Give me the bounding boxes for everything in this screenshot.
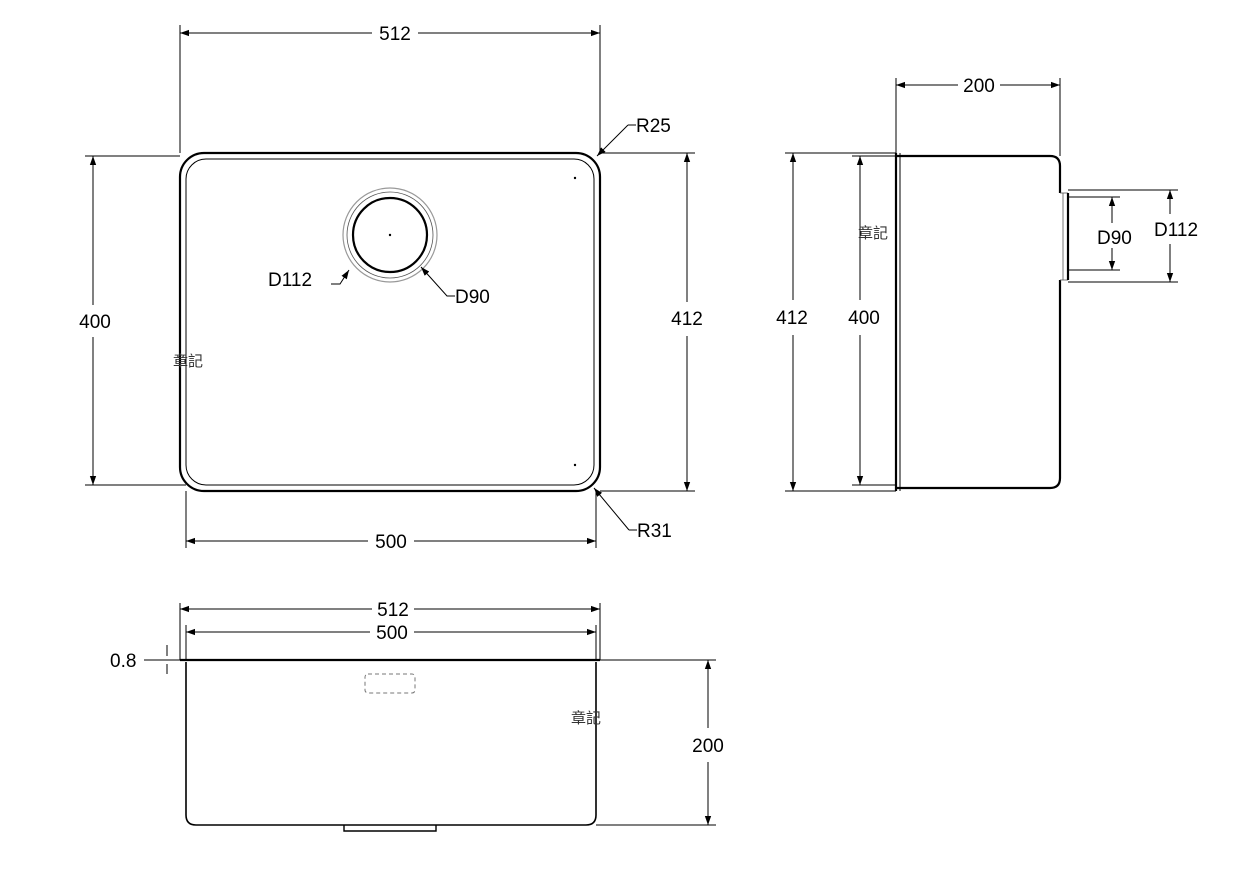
front-view-overflow-slot	[364, 673, 416, 694]
front-view-drain-outlet	[343, 825, 437, 832]
dim-width-inner: 500	[375, 532, 407, 553]
side-view-bowl-outline	[896, 154, 1062, 490]
stamp-mark: 章記	[571, 709, 601, 727]
dim-side-drain-outer: D112	[1154, 220, 1198, 241]
corner-dot	[573, 176, 577, 180]
dim-radius-outer: R25	[636, 116, 671, 137]
front-view-bowl-outline	[185, 662, 597, 826]
top-view-drain-flange	[342, 187, 438, 283]
dim-height-outer: 412	[671, 309, 703, 330]
dim-side-depth: 200	[963, 76, 995, 97]
dim-front-width-inner: 500	[376, 623, 408, 644]
stamp-mark: 章記	[858, 224, 888, 242]
dim-front-depth: 200	[692, 736, 724, 757]
dim-radius-inner: R31	[637, 521, 672, 542]
corner-dot	[573, 463, 577, 467]
top-view-outer-rim	[178, 151, 602, 493]
top-view: 512 500 400 412 R25 R31 D112 D90 章記	[79, 24, 703, 553]
top-view-drain-flange-inner	[346, 191, 434, 279]
dim-drain-outer: D112	[268, 270, 312, 291]
dim-width-outer: 512	[379, 24, 411, 45]
dim-height-inner: 400	[79, 312, 111, 333]
dim-front-width-outer: 512	[377, 600, 409, 621]
dim-front-thickness: 0.8	[110, 651, 136, 672]
dim-side-height-outer: 412	[776, 308, 808, 329]
top-view-inner-bowl	[185, 158, 595, 486]
top-view-drain-hole	[351, 196, 429, 274]
side-view: 200 412 400 D90 D112 章記	[776, 76, 1198, 492]
stamp-mark: 章記	[173, 352, 203, 370]
dim-side-height-inner: 400	[848, 308, 880, 329]
top-view-drain-center	[388, 233, 392, 237]
dim-side-drain-inner: D90	[1097, 228, 1132, 249]
front-view: 512 500 0.8 200 章記	[110, 600, 724, 832]
dim-drain-inner: D90	[455, 287, 490, 308]
